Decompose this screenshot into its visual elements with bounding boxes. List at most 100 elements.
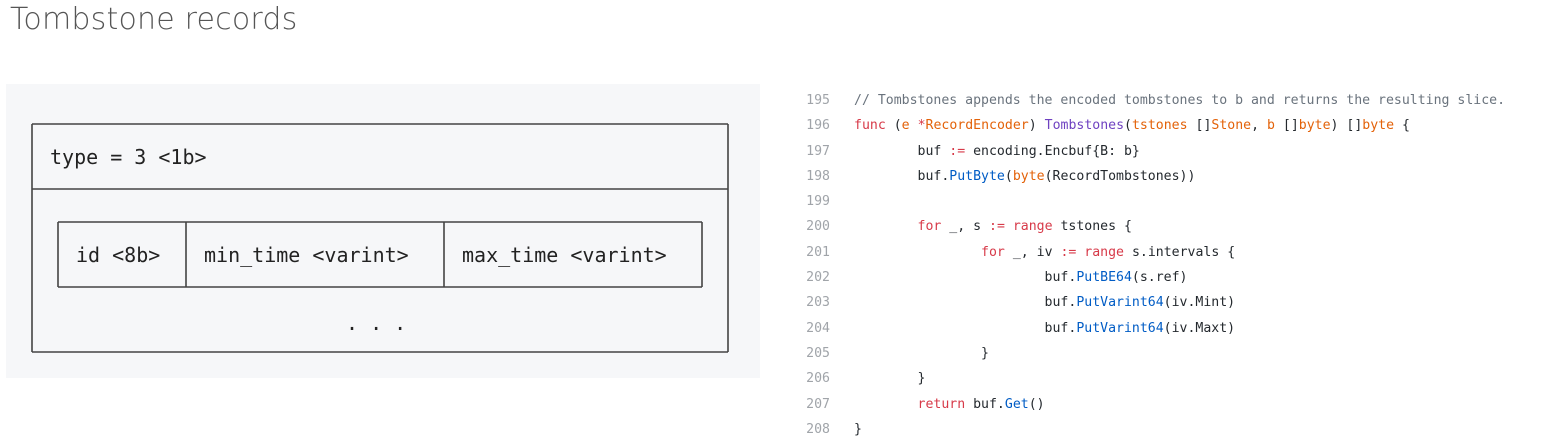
code-token: Get [1004,396,1029,412]
code-text: } [854,366,926,391]
code-token: buf. [854,270,1077,286]
code-token: } [854,421,862,437]
record-format-diagram: type = 3 <1b> id <8b> min_time <varint> … [6,84,760,378]
id-field-label: id <8b> [76,243,160,267]
code-token: (iv.Mint) [1163,295,1236,311]
code-text: buf.PutVarint64(iv.Maxt) [854,316,1236,341]
code-token: tstones { [1052,219,1132,235]
code-text: buf.PutVarint64(iv.Mint) [854,290,1236,315]
type-field-label: type = 3 <1b> [50,145,207,169]
code-token: Stone [1211,118,1252,134]
code-token [854,397,918,412]
code-token: [] [1274,118,1299,134]
line-number: 197 [806,143,830,159]
line-number: 204 [806,320,830,336]
code-token: RecordEncoder [925,118,1029,134]
code-token: ) [] [1330,118,1363,134]
code-token: [] [1187,118,1212,134]
code-line: 199 [790,189,1560,214]
code-token: _, s [941,219,989,235]
code-token: := [949,143,966,159]
code-line: 195 // Tombstones appends the encoded tom… [790,88,1560,113]
line-number: 199 [806,194,830,210]
code-token: { [1394,118,1410,134]
code-token: ( [1124,118,1132,134]
line-number: 207 [806,396,830,412]
min-time-field-label: min_time <varint> [204,243,409,267]
code-line: 197 buf := encoding.Encbuf{B: b} [790,139,1560,164]
code-token: } [854,345,989,361]
code-token: buf. [965,396,1005,412]
line-number: 201 [806,244,830,260]
code-token: PutVarint64 [1076,295,1164,311]
code-line: 196 func (e *RecordEncoder) Tombstones(ts… [790,113,1560,138]
code-line: 203 buf.PutVarint64(iv.Mint) [790,290,1560,315]
code-token: PutBE64 [1076,270,1132,286]
code-line: 198 buf.PutByte(byte(RecordTombstones)) [790,164,1560,189]
page-title: Tombstone records [10,2,298,37]
code-token [1005,219,1013,234]
code-line: 200 for _, s := range tstones { [790,214,1560,239]
max-time-field-label: max_time <varint> [462,243,667,267]
code-token: (s.ref) [1131,270,1188,286]
code-token [854,245,981,260]
line-number: 195 [806,93,830,108]
code-token: byte [1362,118,1395,134]
code-token: encoding.Encbuf{B: b} [965,143,1140,159]
code-text: for _, iv := range s.intervals { [854,240,1235,265]
line-number: 205 [806,345,830,361]
code-token: Tombstones [1044,118,1125,134]
code-token: buf. [854,295,1077,311]
line-number: 200 [806,219,830,235]
code-line: 201 for _, iv := range s.intervals { [790,240,1560,265]
code-token: buf. [854,320,1077,336]
code-token: buf [854,143,950,159]
code-token: s.intervals { [1124,244,1236,260]
line-number: 206 [806,371,830,387]
code-token: range [1084,244,1124,260]
code-token: (iv.Maxt) [1163,320,1236,336]
code-token: tstones [1131,118,1188,134]
code-token: buf. [854,168,950,184]
code-token: ( [1004,168,1013,184]
code-token: _, iv [1004,244,1061,260]
line-number: 208 [806,421,830,437]
diagram-drawing: type = 3 <1b> id <8b> min_time <varint> … [31,123,729,353]
code-line: 207 return buf.Get() [790,392,1560,417]
code-token: func [854,118,886,134]
code-token: return [917,396,966,412]
line-number: 202 [806,270,830,286]
code-token: , [1251,118,1267,134]
code-token: b [1266,118,1275,134]
code-line: 205 } [790,341,1560,366]
code-line: 208} [790,417,1560,442]
code-token: e [901,118,910,134]
code-token [910,118,918,133]
code-token: } [854,371,926,387]
code-token: (RecordTombstones)) [1044,168,1196,184]
code-token: PutVarint64 [1076,320,1164,336]
code-text: buf := encoding.Encbuf{B: b} [854,139,1140,164]
code-token: // Tombstones appends the encoded tombst… [854,93,1506,108]
code-token [854,219,918,234]
code-text: } [854,341,989,366]
code-token: PutByte [949,168,1005,184]
line-number: 196 [806,118,830,134]
code-token: ( [885,118,902,134]
code-token: for [981,244,1005,260]
code-line: 202 buf.PutBE64(s.ref) [790,265,1560,290]
code-text: // Tombstones appends the encoded tombst… [854,88,1505,113]
code-line: 206 } [790,366,1560,391]
code-text: func (e *RecordEncoder) Tombstones(tston… [854,113,1410,138]
code-token: := [989,219,1005,235]
line-number: 203 [806,295,830,311]
code-token: range [1012,219,1053,235]
code-text: for _, s := range tstones { [854,214,1132,239]
code-text: buf.PutBE64(s.ref) [854,265,1188,290]
code-token: byte [1298,118,1331,134]
code-listing: 195 // Tombstones appends the encoded tom… [790,88,1560,442]
code-token: byte [1012,168,1045,184]
code-token: := [1060,244,1077,260]
code-text: buf.PutByte(byte(RecordTombstones)) [854,164,1196,189]
code-text: return buf.Get() [854,392,1045,417]
